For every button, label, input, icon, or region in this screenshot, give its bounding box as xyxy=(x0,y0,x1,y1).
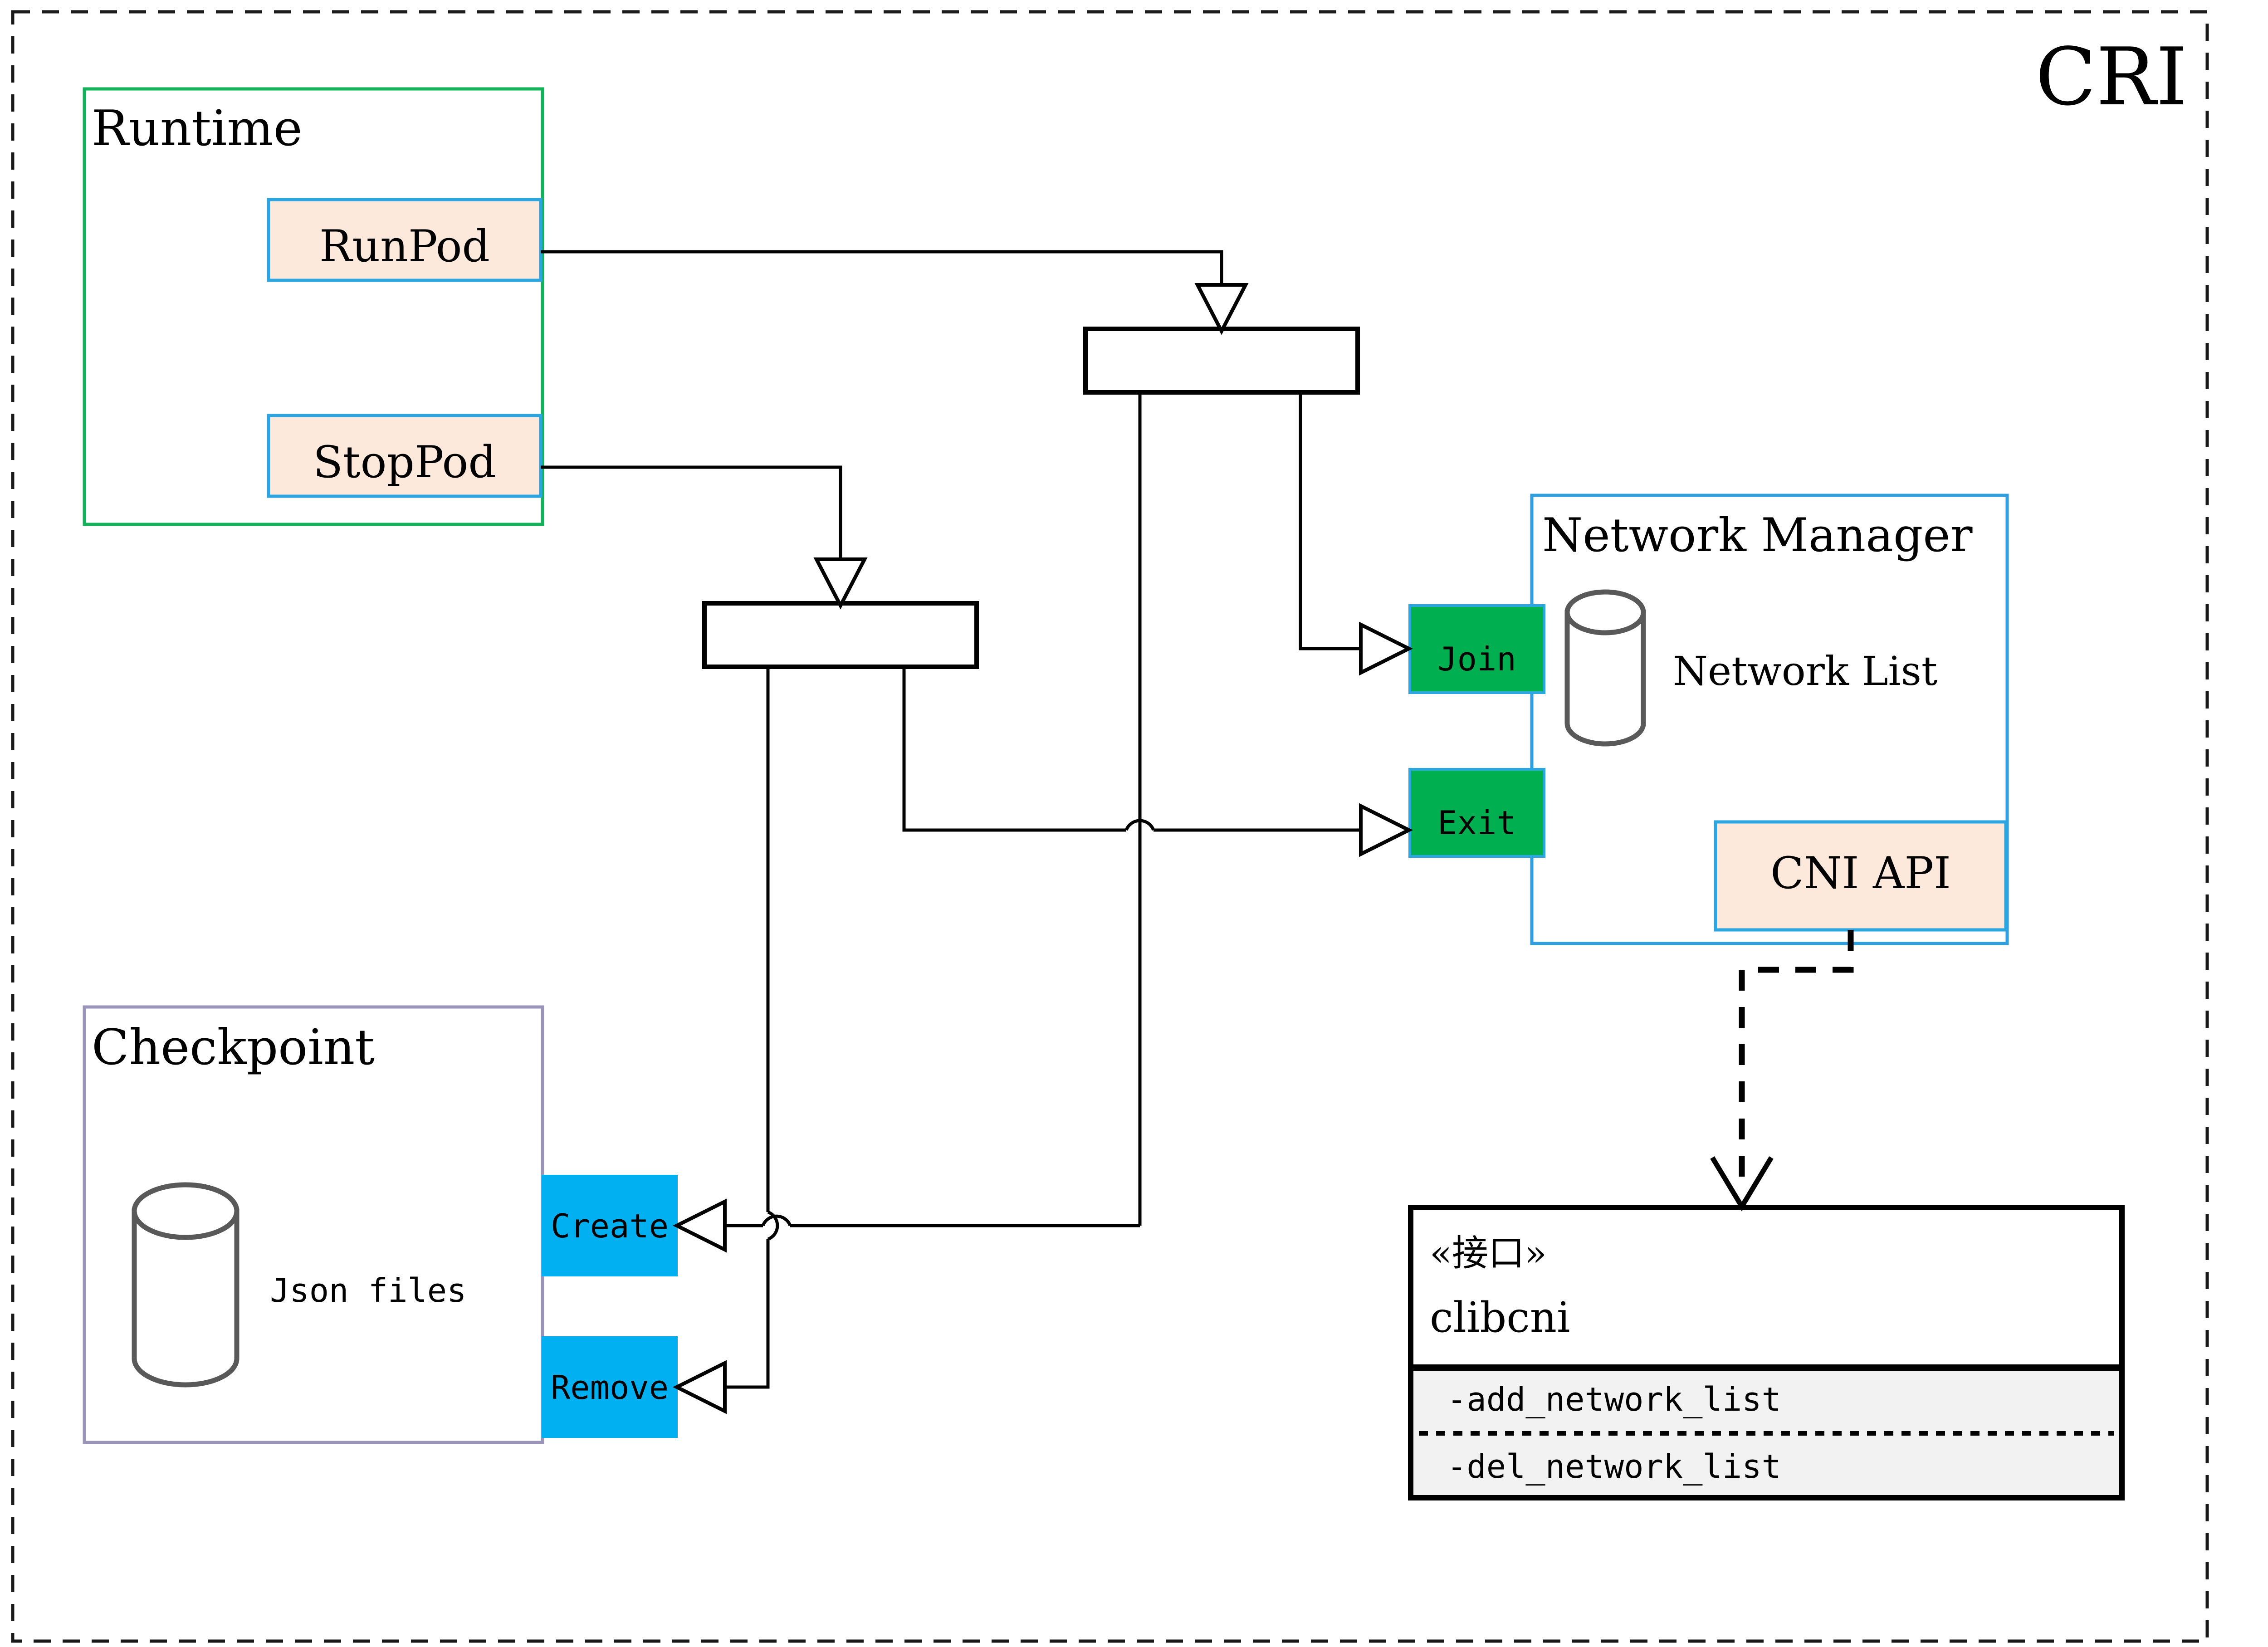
edge-stoppod-to-lower-junction xyxy=(541,465,868,610)
interface-name: clibcni xyxy=(1430,1293,1570,1342)
edge-runpod-to-upper-junction xyxy=(541,250,1249,335)
op-cni-api[interactable] xyxy=(1714,820,2008,932)
edge-cni-api-realizes-clibcni xyxy=(1710,930,1854,1212)
junction-bar-lower xyxy=(702,601,979,669)
json-files-label: Json files xyxy=(270,1271,466,1310)
op-exit[interactable] xyxy=(1408,768,1545,858)
edge-upper-junction-to-join xyxy=(1299,392,1413,676)
interface-method-1: -del_network_list xyxy=(1447,1447,1781,1486)
json-files-cylinder-icon xyxy=(132,1182,240,1388)
op-stoppod[interactable] xyxy=(267,414,543,498)
interface-method-0: -add_network_list xyxy=(1447,1380,1781,1418)
group-checkpoint-label: Checkpoint xyxy=(92,1019,375,1076)
op-remove[interactable] xyxy=(542,1336,678,1438)
op-runpod-label: RunPod xyxy=(319,221,490,272)
group-network-manager-label: Network Manager xyxy=(1542,508,1973,562)
diagram-title: CRI xyxy=(2035,31,2187,123)
network-list-cylinder-icon xyxy=(1564,589,1646,747)
op-create[interactable] xyxy=(542,1175,678,1276)
op-join-label: Join xyxy=(1437,640,1516,678)
edge-lower-junction-to-exit xyxy=(902,667,1413,857)
op-runpod[interactable] xyxy=(267,198,543,282)
interface-stereotype: «接口» xyxy=(1430,1232,1547,1274)
interface-clibcni[interactable] xyxy=(1408,1205,2125,1500)
op-create-label: Create xyxy=(551,1207,669,1245)
junction-bar-upper xyxy=(1083,327,1360,395)
op-exit-label: Exit xyxy=(1437,804,1516,842)
op-join[interactable] xyxy=(1408,604,1545,694)
network-list-label: Network List xyxy=(1673,648,1937,694)
op-cni-api-label: CNI API xyxy=(1770,848,1951,899)
group-runtime-label: Runtime xyxy=(92,100,303,157)
outer-frame xyxy=(11,10,2209,1643)
edge-upper-junction-to-create xyxy=(673,392,1142,1253)
edge-lower-junction-to-remove xyxy=(673,667,779,1414)
op-stoppod-label: StopPod xyxy=(313,437,496,488)
op-remove-label: Remove xyxy=(551,1368,669,1407)
